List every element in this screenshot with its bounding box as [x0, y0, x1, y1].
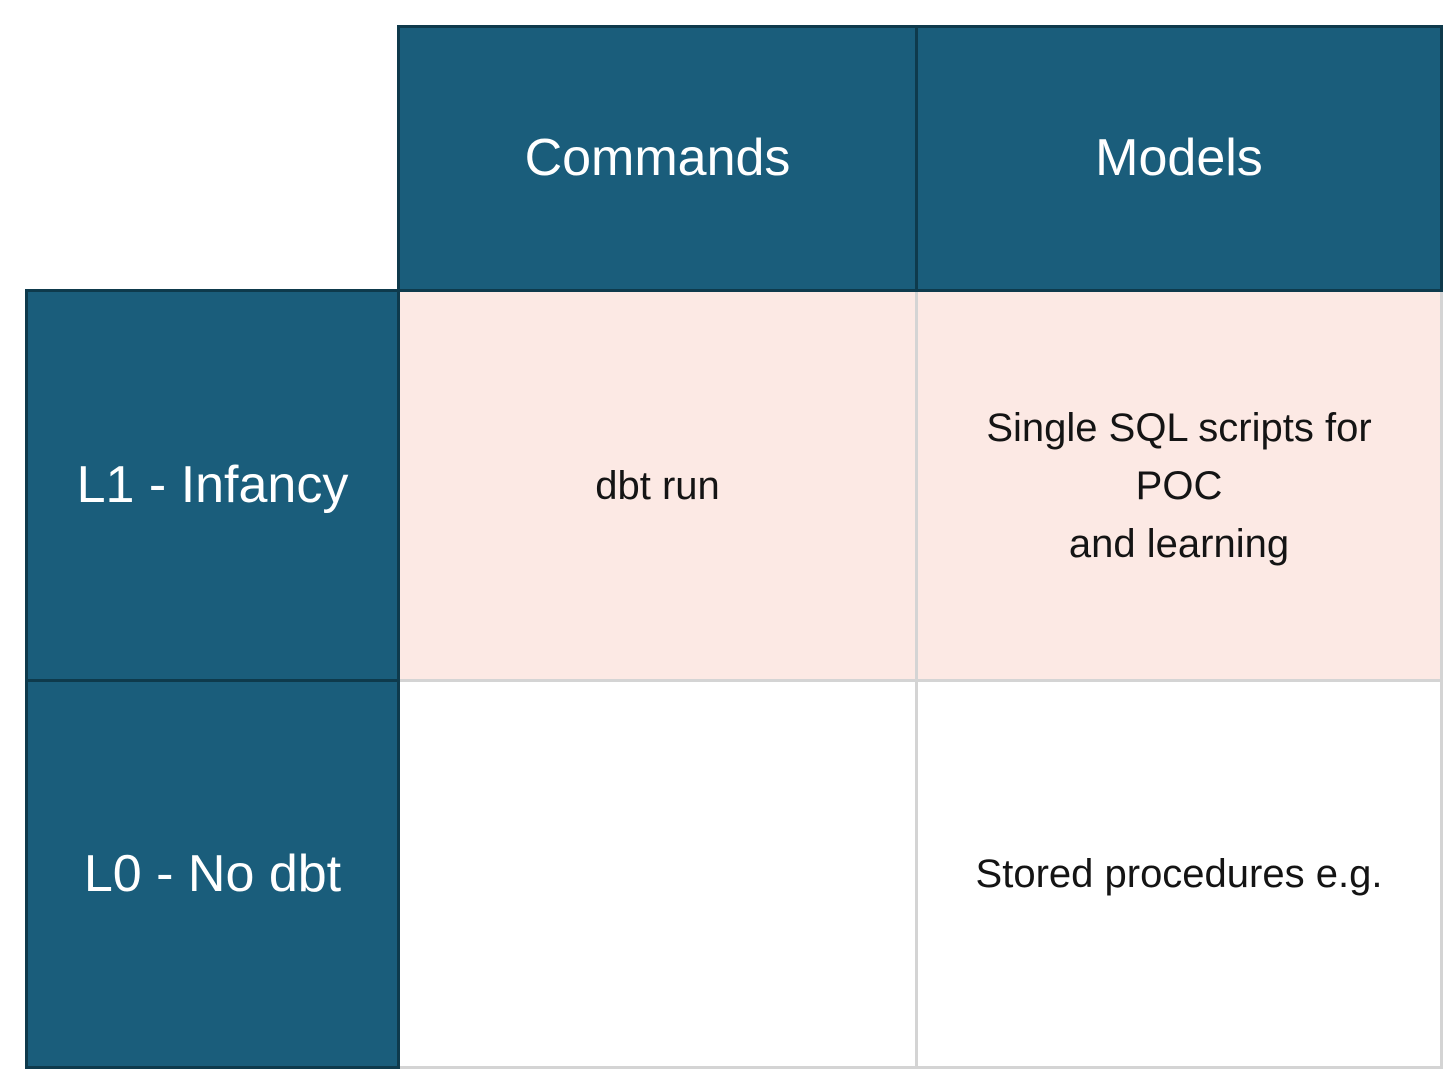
column-header-models: Models	[915, 25, 1443, 292]
row-header-l0-no-dbt: L0 - No dbt	[25, 679, 400, 1069]
row-l0-no-dbt: L0 - No dbt Stored procedures e.g.	[25, 679, 1443, 1069]
cell-l1-models: Single SQL scripts for POC and learning	[915, 289, 1443, 682]
dbt-maturity-matrix: Commands Models L1 - Infancy dbt run Sin…	[25, 25, 1443, 1069]
corner-spacer-cell	[27, 27, 399, 291]
row-l1-infancy: L1 - Infancy dbt run Single SQL scripts …	[25, 289, 1443, 682]
column-header-commands: Commands	[397, 25, 918, 292]
maturity-table: Commands Models L1 - Infancy dbt run Sin…	[25, 25, 1443, 1069]
column-header-row: Commands Models	[27, 25, 1443, 292]
row-header-l1-infancy: L1 - Infancy	[25, 289, 400, 682]
cell-l1-commands: dbt run	[397, 289, 918, 682]
cell-l0-models: Stored procedures e.g.	[915, 679, 1443, 1069]
cell-l0-commands	[397, 679, 918, 1069]
